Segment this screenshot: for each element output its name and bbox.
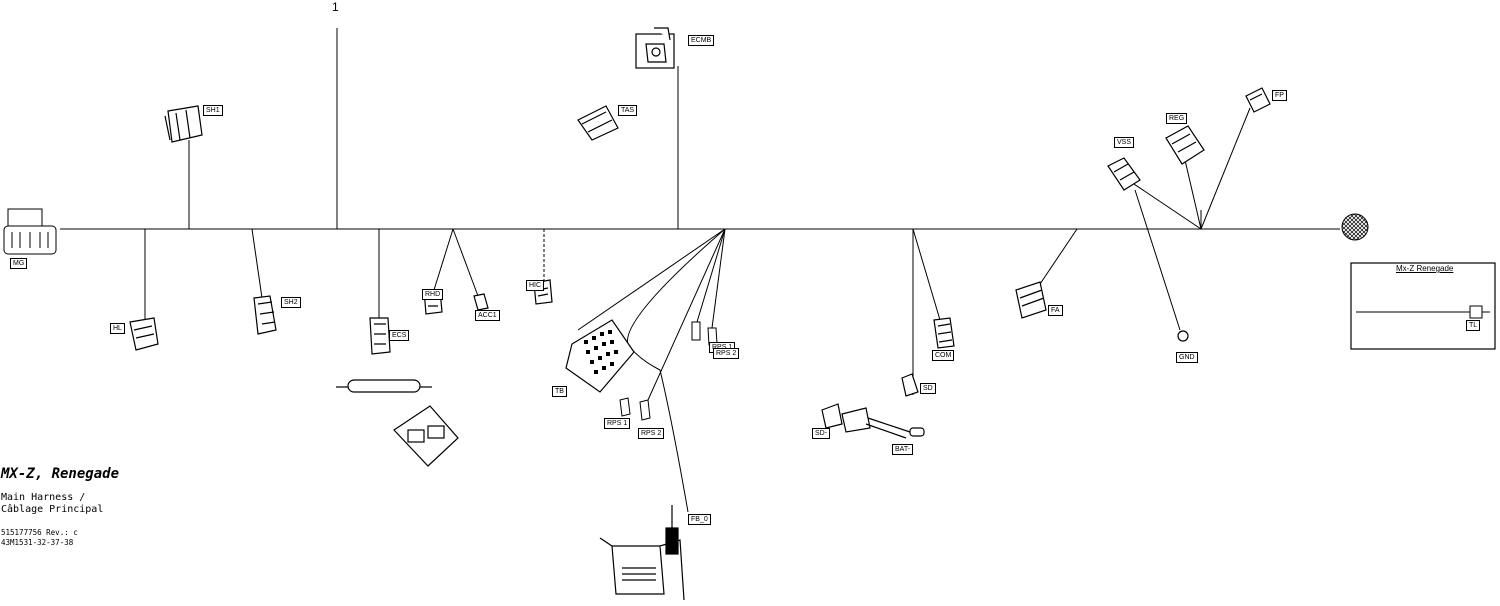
branch-rps1a [696,228,726,323]
connector-label-mg: MG [10,258,28,269]
com-connector-icon [933,317,955,349]
branch-sh2 [251,228,263,299]
connector-label-reg: REG [1166,113,1188,124]
connector-label-fp: FP [1272,90,1287,101]
connector-label-bat: BAT- [892,444,914,455]
branch-reg [1184,159,1202,230]
drawing-ref: 43M1531-32-37-38 [1,538,74,547]
battery-cable-icon [821,403,925,439]
branch-fb [626,228,726,513]
model-title: MX-Z, Renegade [1,466,120,482]
connector-label-sd: SD [920,383,936,394]
title-block: MX-Z, Renegade Main Harness / Câblage Pr… [1,466,119,548]
connector-label-hic: HIC [526,280,545,291]
part-number: 515177756 Rev.: c [1,528,78,537]
connector-label-ecs: ECS [389,330,410,341]
fp-connector-icon [1245,87,1271,113]
connector-label-rps2b: RPS 2 [638,428,665,439]
callout-number: 1 [332,0,339,14]
connector-label-com: COM [932,350,955,361]
connector-label-tas: TAS [618,105,638,116]
connector-label-fa: FA [1048,305,1063,316]
ecm-connector-icon [635,27,675,69]
connector-label-sh2: SH2 [281,297,301,308]
ecs-housing-icon [336,379,459,467]
reg-connector-icon [1165,125,1205,165]
ecs-connector-icon [369,317,391,355]
acc-connector-icon [473,293,489,311]
branch-fp [1200,107,1251,230]
tas-connector-icon [577,105,619,141]
gnd-terminal-icon [1177,330,1189,342]
hl-connector-icon [129,317,159,351]
branch-fa [1035,228,1078,291]
branch-gnd [1134,189,1181,331]
inset-box [1350,262,1496,350]
branch-tb [577,228,726,331]
connector-label-ecm: ECMB [688,35,715,46]
harness-end-cap-icon [1341,213,1369,241]
connector-label-rhd: RHD [422,289,444,300]
connector-label-rps1b: RPS 1 [604,418,631,429]
subtitle-line1: Main Harness / [1,492,86,503]
fb-connector-icon [599,505,685,601]
branch-com [912,228,941,321]
sh2-connector-icon [253,295,277,335]
sh1-connector-icon [164,105,203,143]
connector-label-sh1: SH1 [203,105,223,116]
branch-rhd [433,228,454,291]
connector-label-hl: HL [110,323,125,334]
branch-rps2a [711,228,726,329]
connector-label-rps2a: RPS 2 [713,348,740,359]
branch-acc [452,228,479,297]
inset-label: TL [1466,320,1481,331]
rps-connector-icons [619,321,718,421]
connector-label-tb: TB [552,386,567,397]
connector-label-gnd: GND [1176,352,1198,363]
mg-connector-icon [3,208,57,255]
connector-label-sdm: SD- [812,428,831,439]
vss-connector-icon [1107,157,1141,191]
fa-connector-icon [1015,281,1047,319]
connector-label-acc: ACC1 [475,310,500,321]
connector-label-fb: FB_0 [688,514,711,525]
sd-connector-icon [901,373,919,397]
inset-title: Mx-Z Renegade [1396,264,1454,273]
branch-vss [1127,179,1202,230]
connector-label-vss: VSS [1114,137,1135,148]
subtitle-line2: Câblage Principal [1,504,104,515]
tb-fuse-block-icon [565,319,635,393]
